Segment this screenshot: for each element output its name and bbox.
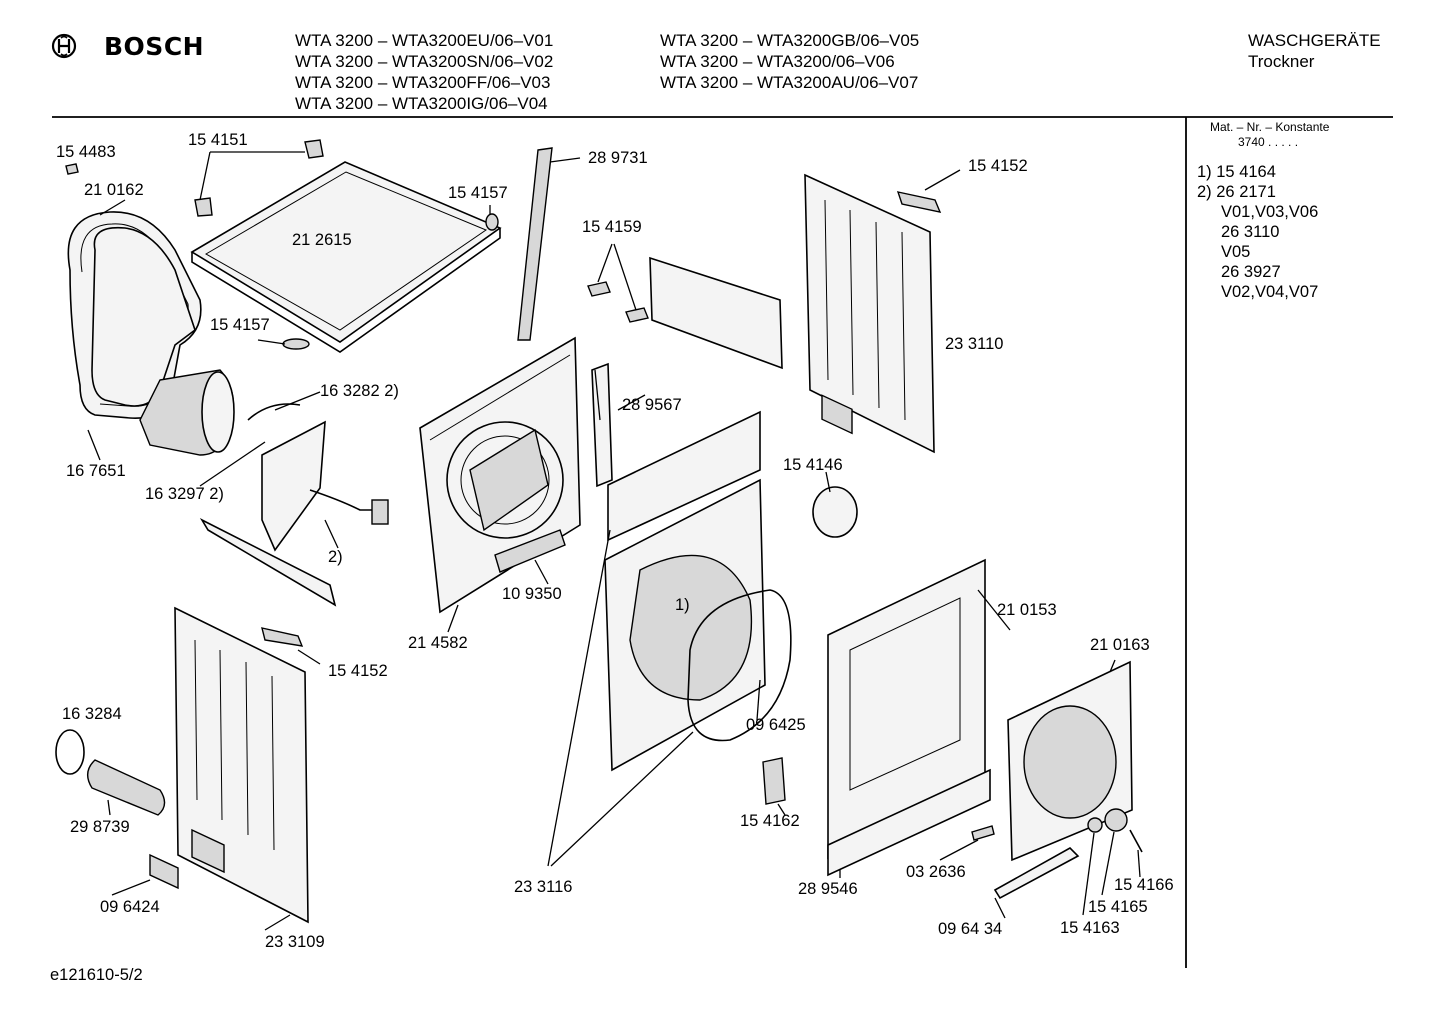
part-label: 16 3282 2) bbox=[320, 382, 399, 400]
door-seal-part bbox=[687, 589, 792, 742]
part-label: 2) bbox=[328, 548, 343, 566]
plinth-part bbox=[827, 768, 991, 877]
front-frame-part bbox=[607, 410, 761, 542]
part-label: 15 4152 bbox=[328, 662, 388, 680]
mat-nr-label: Mat. – Nr. – Konstante bbox=[1210, 120, 1330, 134]
part-label: 29 8739 bbox=[70, 818, 130, 836]
drum-duct-part bbox=[67, 211, 235, 456]
part-label: 21 0153 bbox=[997, 601, 1057, 619]
part-label: 28 9731 bbox=[588, 149, 648, 167]
clip-part bbox=[304, 139, 324, 159]
ring-part bbox=[55, 729, 85, 775]
hose-part bbox=[87, 759, 166, 816]
part-label: 21 4582 bbox=[408, 634, 468, 652]
part-label: 09 64 34 bbox=[938, 920, 1003, 938]
part-label: 21 0163 bbox=[1090, 636, 1150, 654]
note-line: 1) 15 4164 bbox=[1197, 163, 1276, 181]
mat-nr-value: 3740 . . . . . bbox=[1238, 135, 1299, 149]
part-label: 15 4483 bbox=[56, 143, 116, 161]
note-line: 2) 26 2171 bbox=[1197, 183, 1276, 201]
note-line: 26 3927 bbox=[1221, 263, 1281, 281]
model-list-right: WTA 3200 – WTA3200GB/06–V05 WTA 3200 – W… bbox=[660, 30, 919, 93]
bracket-part bbox=[649, 256, 783, 370]
subcategory-label: Trockner bbox=[1248, 52, 1315, 71]
sidebar-notes: 1) 15 4164 2) 26 2171 V01,V03,V06 26 311… bbox=[1197, 162, 1318, 302]
model-line: WTA 3200 – WTA3200IG/06–V04 bbox=[295, 94, 548, 113]
bosch-logo: BOSCH bbox=[50, 32, 210, 62]
part-label: 21 0162 bbox=[84, 181, 144, 199]
part-label: 23 3116 bbox=[514, 878, 573, 896]
model-line: WTA 3200 – WTA3200SN/06–V02 bbox=[295, 52, 554, 71]
clip-part bbox=[194, 197, 213, 217]
screw-part bbox=[971, 825, 995, 841]
strip-part bbox=[517, 147, 553, 341]
part-label: 1) bbox=[675, 596, 690, 614]
part-label: 16 3284 bbox=[62, 705, 122, 723]
screw-part bbox=[65, 163, 79, 175]
switch-part bbox=[762, 757, 786, 805]
part-label: 23 3109 bbox=[265, 933, 325, 951]
leader-lines bbox=[87, 151, 1141, 931]
part-label: 15 4159 bbox=[582, 218, 642, 236]
part-label: 15 4162 bbox=[740, 812, 800, 830]
note-line: V02,V04,V07 bbox=[1221, 283, 1319, 301]
hatch-part bbox=[149, 853, 179, 890]
note-line: V05 bbox=[1221, 243, 1251, 261]
knob-part bbox=[1087, 817, 1103, 833]
part-label: 09 6424 bbox=[100, 898, 160, 916]
bosch-armature-icon bbox=[51, 33, 77, 59]
strip-part bbox=[896, 191, 942, 213]
category-block: WASCHGERÄTE Trockner bbox=[1248, 30, 1381, 72]
crossbar-part bbox=[199, 518, 337, 607]
part-label: 15 4163 bbox=[1060, 919, 1120, 937]
heater-assembly bbox=[247, 403, 389, 552]
part-label: 15 4157 bbox=[448, 184, 508, 202]
part-label: 23 3110 bbox=[945, 335, 1004, 353]
model-line: WTA 3200 – WTA3200GB/06–V05 bbox=[660, 31, 920, 50]
part-label: 03 2636 bbox=[906, 863, 966, 881]
handle-seal-part bbox=[993, 847, 1080, 900]
strip-part bbox=[261, 627, 304, 647]
note-line: V01,V03,V06 bbox=[1221, 203, 1319, 221]
category-label: WASCHGERÄTE bbox=[1248, 31, 1381, 50]
model-line: WTA 3200 – WTA3200FF/06–V03 bbox=[295, 73, 551, 92]
duct-part bbox=[494, 529, 566, 573]
pin-part bbox=[1129, 829, 1143, 853]
note-line: 26 3110 bbox=[1221, 223, 1280, 241]
brand-name: BOSCH bbox=[104, 32, 205, 61]
hook-part bbox=[625, 307, 649, 323]
part-label: 15 4157 bbox=[210, 316, 270, 334]
part-label: 16 3297 2) bbox=[145, 485, 224, 503]
plug-part bbox=[485, 213, 499, 231]
model-line: WTA 3200 – WTA3200/06–V06 bbox=[660, 52, 895, 71]
model-line: WTA 3200 – WTA3200EU/06–V01 bbox=[295, 31, 554, 50]
model-line: WTA 3200 – WTA3200AU/06–V07 bbox=[660, 73, 919, 92]
model-list-left: WTA 3200 – WTA3200EU/06–V01 WTA 3200 – W… bbox=[295, 30, 553, 114]
part-label: 21 2615 bbox=[292, 231, 352, 249]
part-label: 15 4146 bbox=[783, 456, 843, 474]
part-label: 15 4151 bbox=[188, 131, 248, 149]
part-label: 09 6425 bbox=[746, 716, 806, 734]
part-label: 28 9546 bbox=[798, 880, 858, 898]
drawing-code: e121610-5/2 bbox=[50, 966, 143, 984]
cover-cap-part bbox=[812, 486, 858, 538]
part-label: 16 7651 bbox=[66, 462, 126, 480]
knob-part bbox=[1104, 808, 1128, 832]
hinge-strip-part bbox=[591, 362, 613, 488]
plug-part bbox=[282, 338, 310, 350]
part-label: 28 9567 bbox=[622, 396, 682, 414]
part-label: 15 4165 bbox=[1088, 898, 1148, 916]
part-label: 10 9350 bbox=[502, 585, 562, 603]
part-label: 15 4152 bbox=[968, 157, 1028, 175]
hook-part bbox=[587, 281, 611, 297]
part-label: 15 4166 bbox=[1114, 876, 1174, 894]
